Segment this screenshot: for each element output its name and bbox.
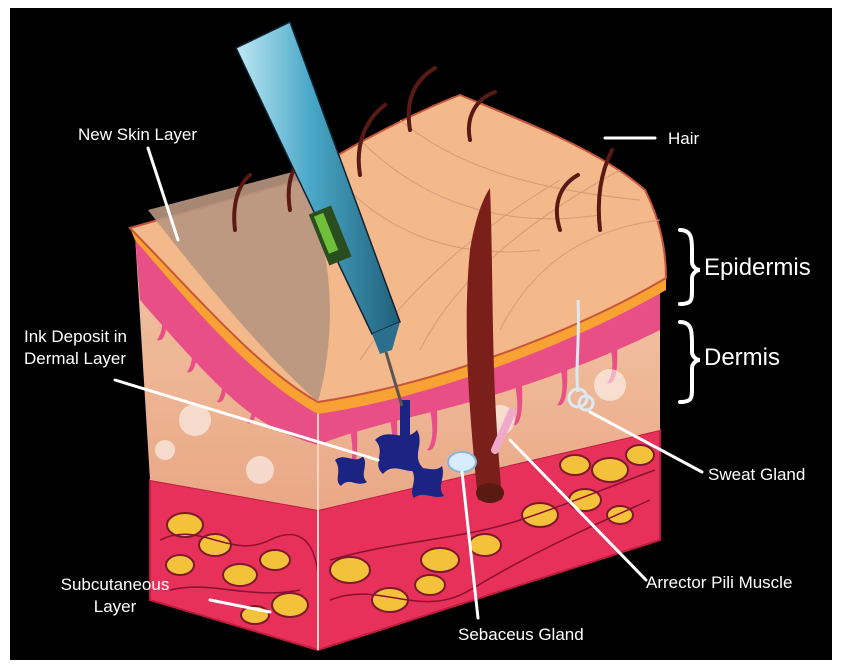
label-subcutaneous-layer: Subcutaneous Layer xyxy=(40,574,190,618)
label-hair: Hair xyxy=(668,128,699,150)
label-arrector-pili-muscle: Arrector Pili Muscle xyxy=(646,572,792,594)
dermis-brace xyxy=(680,322,700,402)
label-epidermis: Epidermis xyxy=(704,254,811,282)
epidermis-brace xyxy=(680,230,700,304)
label-ink-deposit: Ink Deposit in Dermal Layer xyxy=(24,326,144,370)
label-sweat-gland: Sweat Gland xyxy=(708,464,805,486)
label-sebaceous-gland: Sebaceus Gland xyxy=(458,624,584,646)
sebaceous-gland-shape xyxy=(448,452,476,472)
label-dermis: Dermis xyxy=(704,344,780,372)
label-new-skin-layer: New Skin Layer xyxy=(78,124,197,146)
